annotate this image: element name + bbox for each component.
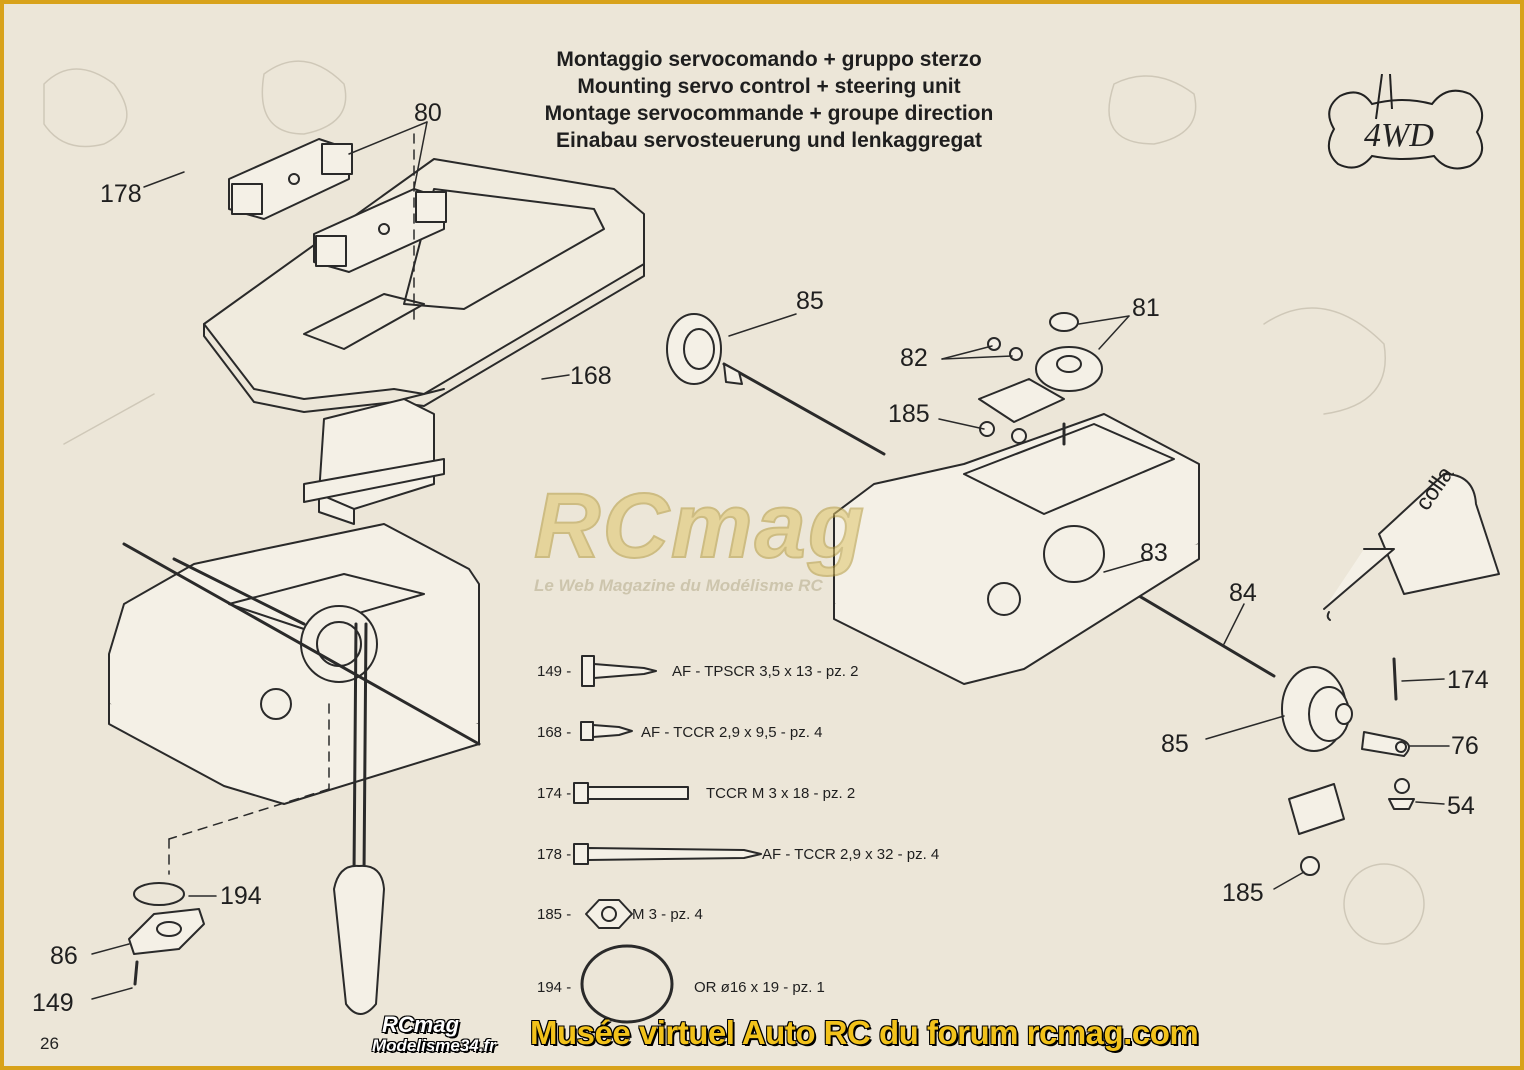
legend-185-nut <box>585 899 633 929</box>
page-number: 26 <box>40 1034 59 1053</box>
callout-labels: 80 178 168 85 82 81 185 83 84 174 76 85 … <box>32 99 1489 1017</box>
legend-text-149: AF - TPSCR 3,5 x 13 - pz. 2 <box>672 663 858 680</box>
title-it: Montaggio servocomando + gruppo sterzo <box>556 48 982 71</box>
legend-num-185: 185 - <box>537 906 571 923</box>
legend-num-194: 194 - <box>537 979 571 996</box>
ball-stud-54 <box>1388 778 1415 810</box>
servo-horn-block <box>1288 783 1345 835</box>
legend-num-168: 168 - <box>537 724 571 741</box>
legend-num-149: 149 - <box>537 663 571 680</box>
callout-185-bottom: 185 <box>1222 879 1264 907</box>
bushing-85-bottom <box>1281 666 1353 752</box>
legend-text-194: OR ø16 x 19 - pz. 1 <box>694 979 825 996</box>
legend-168-screw <box>580 721 633 741</box>
callout-83: 83 <box>1140 539 1168 567</box>
footer-logo-line1: RCmag <box>382 1012 460 1037</box>
callout-80: 80 <box>414 99 442 127</box>
servo-unit <box>303 388 445 525</box>
callout-85-top: 85 <box>796 287 824 315</box>
callout-149: 149 <box>32 989 74 1017</box>
bleed-through-ghost <box>43 60 1425 945</box>
screw-174-part <box>1392 657 1398 701</box>
hardware-legend: 149 - AF - TPSCR 3,5 x 13 - pz. 2 168 - … <box>537 663 939 996</box>
legend-178-screw <box>573 843 762 865</box>
legend-194-oring <box>580 944 674 1024</box>
callout-185-top: 185 <box>888 400 930 428</box>
tool-handle <box>333 622 385 1015</box>
nut-185-lower <box>1300 856 1320 876</box>
leader-lines <box>91 121 1450 1000</box>
callout-85-bottom: 85 <box>1161 730 1189 758</box>
exploded-assembly-diagram: 80 178 168 85 82 81 185 83 84 174 76 85 … <box>32 60 1500 1024</box>
title-block: Montaggio servocomando + gruppo sterzo M… <box>454 46 1084 154</box>
glue-bottle <box>1323 473 1500 621</box>
callout-54: 54 <box>1447 792 1475 820</box>
footer-banner: Musée virtuel Auto RC du forum rcmag.com <box>530 1014 1199 1051</box>
callout-194: 194 <box>220 882 262 910</box>
legend-num-174: 174 - <box>537 785 571 802</box>
assembly-guides <box>168 133 415 875</box>
screw-149-part <box>133 960 139 986</box>
steering-rods <box>122 362 1276 746</box>
title-en: Mounting servo control + steering unit <box>577 75 961 98</box>
callout-174: 174 <box>1447 666 1489 694</box>
title-de: Einabau servosteuerung und lenkaggregat <box>556 129 982 152</box>
oring-194-part <box>133 882 185 906</box>
callout-81: 81 <box>1132 294 1160 322</box>
callout-82: 82 <box>900 344 928 372</box>
chassis-plate <box>203 158 645 413</box>
servo-mount-80 <box>228 138 447 273</box>
legend-text-178: AF - TCCR 2,9 x 32 - pz. 4 <box>762 846 939 863</box>
footer-logo-line2: Modelisme34.fr <box>372 1036 496 1055</box>
footer-rcmag-logo: RCmag Modelisme34.fr <box>372 1012 522 1060</box>
ball-link-76 <box>1361 731 1410 757</box>
legend-text-174: TCCR M 3 x 18 - pz. 2 <box>706 785 855 802</box>
legend-text-168: AF - TCCR 2,9 x 9,5 - pz. 4 <box>641 724 822 741</box>
callout-168: 168 <box>570 362 612 390</box>
callout-178: 178 <box>100 180 142 208</box>
title-fr: Montage servocommande + groupe direction <box>544 102 994 125</box>
legend-174-screw <box>573 782 689 804</box>
legend-149-screw <box>581 655 657 687</box>
legend-num-178: 178 - <box>537 846 571 863</box>
bushing-85-top <box>666 313 743 385</box>
legend-text-185: M 3 - pz. 4 <box>632 906 703 923</box>
flange-86-part <box>128 908 205 955</box>
callout-76: 76 <box>1451 732 1479 760</box>
callout-86: 86 <box>50 942 78 970</box>
4wd-logo: 4WD <box>1322 73 1492 184</box>
callout-84: 84 <box>1229 579 1257 607</box>
4wd-logo-text: 4WD <box>1364 117 1434 154</box>
steering-box-right <box>833 413 1200 685</box>
